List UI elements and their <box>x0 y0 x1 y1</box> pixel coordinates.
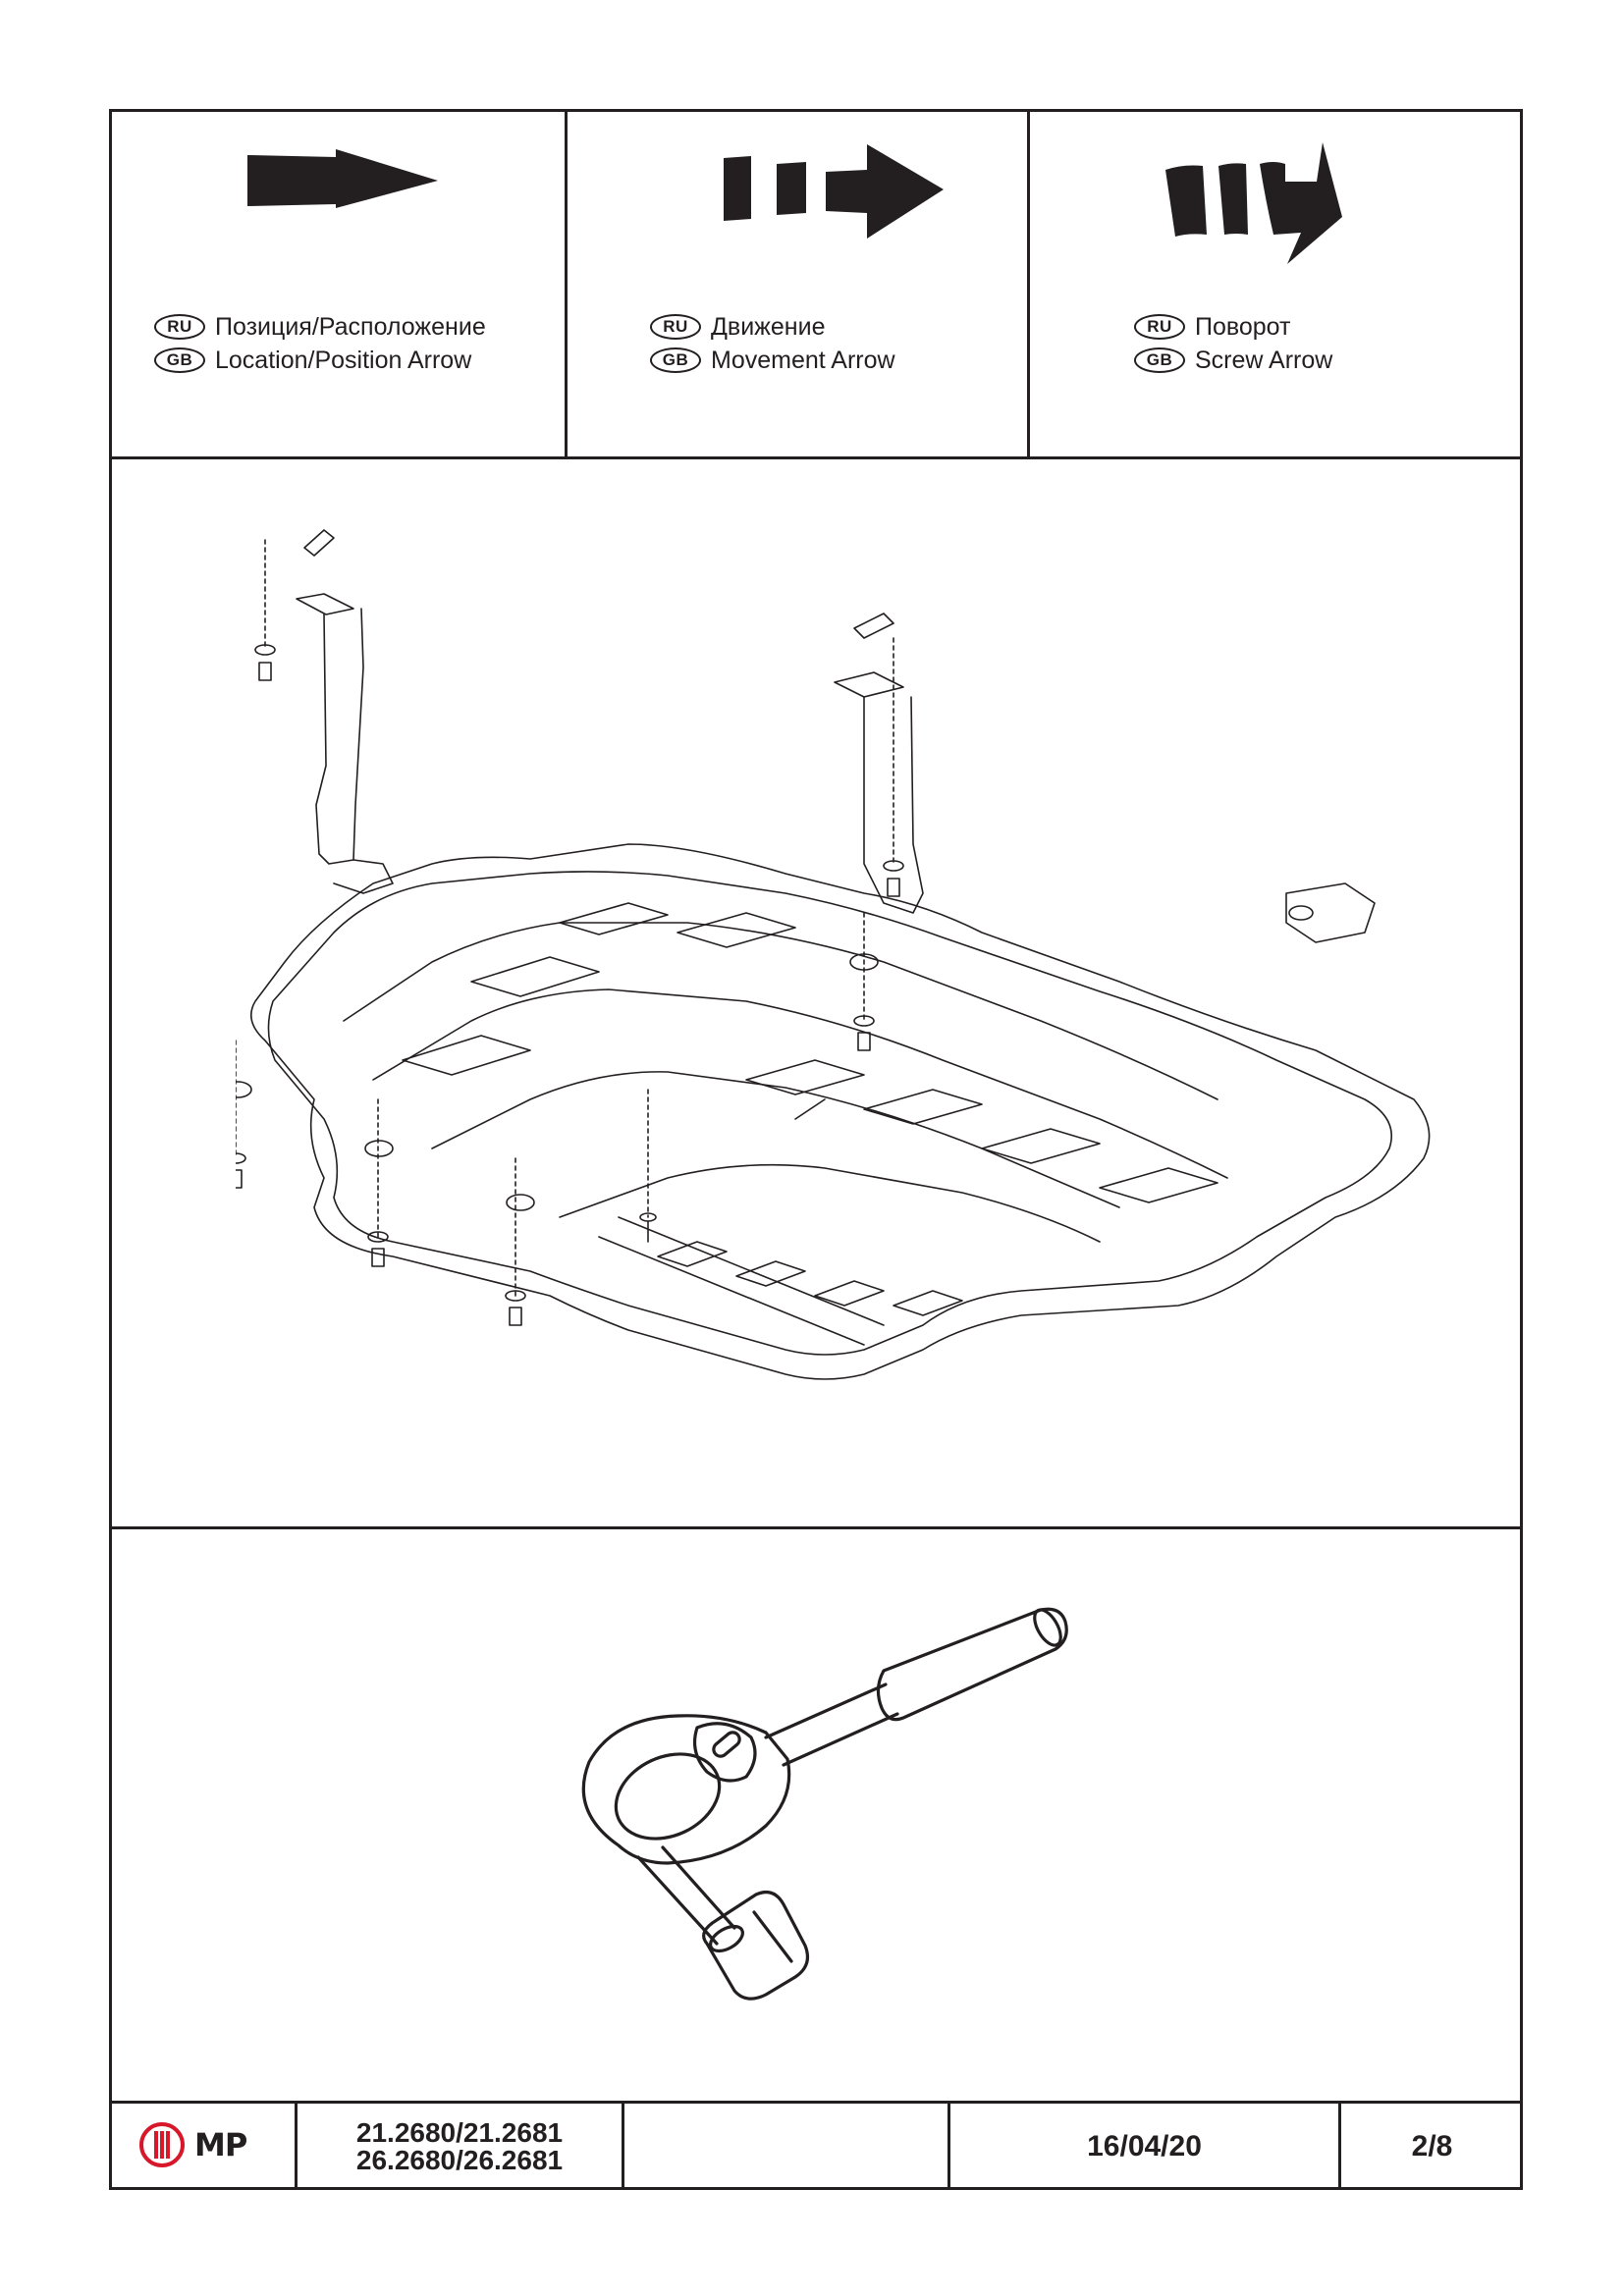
gb-badge: GB <box>1134 347 1185 373</box>
divider-tool <box>109 1526 1523 1529</box>
divider-footer <box>109 2101 1523 2104</box>
legend-divider-2 <box>1027 109 1030 458</box>
page-frame <box>109 109 1523 2190</box>
blank-cell <box>624 2104 947 2190</box>
legend-location: RU Позиция/Расположение GB Location/Posi… <box>154 312 486 375</box>
legend-screw: RU Поворот GB Screw Arrow <box>1134 312 1332 375</box>
movement-arrow-icon <box>724 144 944 239</box>
footer-divider-1 <box>295 2101 298 2190</box>
legend-ru-text: Поворот <box>1195 312 1291 341</box>
legend-gb-text: Location/Position Arrow <box>215 346 472 374</box>
ru-badge: RU <box>1134 314 1185 340</box>
divider-legend <box>109 456 1523 459</box>
legend-ru-text: Позиция/Расположение <box>215 312 486 341</box>
screw-arrow-icon <box>1165 142 1342 264</box>
part-code-line-2: 26.2680/26.2681 <box>355 2145 564 2175</box>
ru-badge: RU <box>154 314 205 340</box>
legend-divider-1 <box>565 109 568 458</box>
skid-plate-exploded-diagram-icon <box>236 529 1431 1380</box>
gb-badge: GB <box>650 347 701 373</box>
part-codes: 21.2680/21.2681 26.2680/26.2681 <box>298 2104 622 2190</box>
brand-logo-text: MP <box>194 2126 247 2163</box>
brand-logo-icon <box>139 2122 185 2167</box>
footer-divider-3 <box>947 2101 950 2190</box>
location-arrow-icon <box>247 149 438 208</box>
part-code-line-1: 21.2680/21.2681 <box>355 2117 564 2148</box>
revision-date: 16/04/20 <box>1087 2130 1202 2163</box>
legend-movement: RU Движение GB Movement Arrow <box>650 312 895 375</box>
legend-gb-text: Movement Arrow <box>711 346 895 374</box>
legend-gb-text: Screw Arrow <box>1195 346 1333 374</box>
page-number: 2/8 <box>1411 2130 1453 2163</box>
legend-ru-text: Движение <box>711 312 826 341</box>
ru-badge: RU <box>650 314 701 340</box>
footer-divider-4 <box>1338 2101 1341 2190</box>
brand-logo: MP <box>137 2120 247 2169</box>
footer-divider-2 <box>622 2101 624 2190</box>
ratchet-wrench-icon <box>581 1607 1068 2001</box>
gb-badge: GB <box>154 347 205 373</box>
